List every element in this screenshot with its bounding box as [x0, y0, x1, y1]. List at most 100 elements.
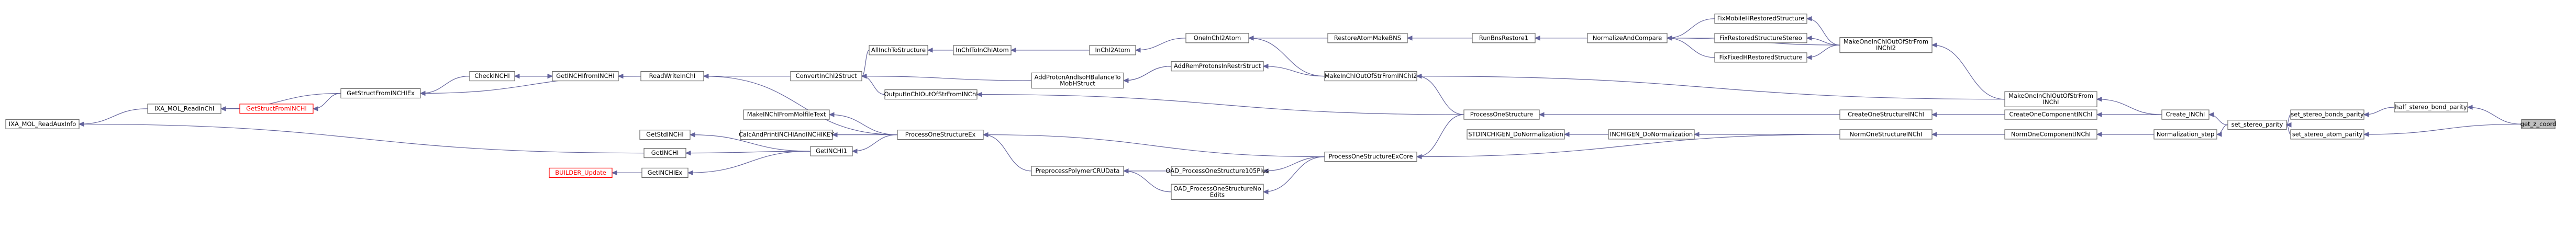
edge-arrowhead — [2285, 122, 2292, 128]
node-checkinchi[interactable]: CheckINCHI — [469, 71, 515, 82]
node-label: Edits — [1210, 191, 1225, 198]
edge-arrowhead — [1931, 42, 1937, 48]
node-builder-update[interactable]: BUILDER_Update — [549, 167, 613, 178]
node-inchitoinchiatom[interactable]: InChIToInChIAtom — [953, 45, 1012, 55]
edge-arrowhead — [2363, 112, 2369, 117]
node-box — [2521, 119, 2556, 129]
node-makeinchifrommolfiletext[interactable]: MakeINChIFromMolfileText — [743, 109, 830, 120]
edge-arrowhead — [312, 106, 318, 111]
node-allinchtostructure[interactable]: AllInchToStructure — [869, 45, 928, 55]
node-box — [2004, 91, 2097, 107]
edge-arrowhead — [689, 132, 695, 138]
edge-line — [1806, 18, 1840, 46]
node-createonecomponentinchi[interactable]: CreateOneComponentINChI — [2004, 109, 2097, 120]
node-box — [743, 109, 830, 120]
node-box — [640, 71, 704, 82]
node-fixrestoredstructurestereo[interactable]: FixRestoredStructureStereo — [1714, 33, 1807, 43]
node-preprocesspolymercrudata[interactable]: PreprocessPolymerCRUData — [1031, 166, 1124, 176]
edge-arrowhead — [1563, 132, 1570, 137]
node-calcandprintinchiandinchikey[interactable]: CalcAndPrintINCHIAndINCHIKEY — [739, 130, 835, 140]
node-stdinchigen-donormalization[interactable]: STDINCHIGEN_DoNormalization — [1467, 129, 1565, 140]
node-inchi2atom[interactable]: InChI2Atom — [1089, 45, 1136, 55]
node-get-z-coord[interactable]: get_z_coord — [2521, 119, 2557, 129]
node-box — [239, 104, 314, 114]
edge-arrowhead — [1010, 48, 1016, 53]
edge-arrowhead — [1666, 36, 1672, 41]
edge-arrowhead — [1806, 36, 1812, 41]
node-label: MakeOneInChIOutOfStrFrom — [1844, 38, 1928, 46]
node-box — [2153, 129, 2217, 140]
node-oneinchi2atom[interactable]: OneInChI2Atom — [1185, 33, 1249, 43]
edge-arrowhead — [703, 73, 709, 79]
node-addremprotonsinrestrstruct[interactable]: AddRemProtonsInRestrStruct — [1171, 61, 1264, 72]
node-fixfixedhrestoredstructure[interactable]: FixFixedHRestoredStructure — [1714, 52, 1807, 63]
edge-arrowhead — [927, 48, 933, 53]
node-makeinchioutofstrfrominchi2[interactable]: MakeInChIOutOfStrFromINChI2 — [1324, 71, 1417, 82]
node-fixmobilehrestoredstructure[interactable]: FixMobileHRestoredStructure — [1714, 14, 1807, 24]
node-label: IXA_MOL_ReadInChI — [154, 105, 214, 112]
node-set-stereo-bonds-parity[interactable]: set_stereo_bonds_parity — [2290, 109, 2364, 120]
node-normonestructureinchi[interactable]: NormOneStructureINChI — [1839, 129, 1933, 140]
node-label: Normalization_step — [2157, 130, 2215, 138]
node-readwriteinchi[interactable]: ReadWriteInChI — [640, 71, 704, 82]
node-label: GetINCHI — [651, 149, 679, 156]
edge-arrowhead — [831, 132, 838, 138]
node-create-inchi[interactable]: Create_INChI — [2161, 109, 2209, 120]
node-inchigen-donormalization[interactable]: INCHIGEN_DoNormalization — [1608, 129, 1695, 140]
edge-line — [1263, 66, 1325, 77]
node-set-stereo-parity[interactable]: set_stereo_parity — [2227, 120, 2287, 130]
node-box — [953, 45, 1012, 55]
node-box — [1714, 33, 1807, 43]
node-label: MobHStruct — [1060, 80, 1095, 87]
edge-arrowhead — [1123, 168, 1129, 174]
node-box — [1714, 52, 1807, 63]
node-box — [1171, 184, 1264, 200]
node-getinchiex[interactable]: GetINCHIEx — [641, 167, 689, 178]
node-normalization-step[interactable]: Normalization_step — [2153, 129, 2217, 140]
node-convertinchi2struct[interactable]: ConvertInChI2Struct — [790, 71, 862, 82]
node-processonestructureex[interactable]: ProcessOneStructureEx — [897, 130, 984, 140]
node-processonestructureexcore[interactable]: ProcessOneStructureExCore — [1324, 152, 1417, 162]
edge-line — [983, 134, 1032, 172]
node-getstructfrominchiex[interactable]: GetStructFromINCHIEx — [340, 88, 421, 99]
node-processonestructure[interactable]: ProcessOneStructure — [1463, 109, 1540, 120]
node-label: half_stereo_bond_parity — [2395, 104, 2467, 111]
node-runbnsrestore1[interactable]: RunBnsRestore1 — [1472, 33, 1536, 43]
node-half-stereo-bond-parity[interactable]: half_stereo_bond_parity — [2394, 102, 2468, 112]
node-getinchi[interactable]: GetINCHI — [643, 148, 686, 158]
edge-arrowhead — [1931, 132, 1937, 137]
node-label: MakeInChIOutOfStrFromINChI2 — [1325, 72, 1417, 80]
node-set-stereo-atom-parity[interactable]: set_stereo_atom_parity — [2290, 129, 2364, 140]
node-ixa-mol-readinchi[interactable]: IXA_MOL_ReadInChI — [147, 104, 221, 114]
node-label: MakeOneInChIOutOfStrFrom — [2008, 92, 2093, 99]
edge-line — [1416, 114, 1464, 157]
node-box — [2004, 109, 2097, 120]
node-box — [1463, 109, 1540, 120]
node-label: INCHIGEN_DoNormalization — [1610, 130, 1693, 138]
node-normonecomponentinchi[interactable]: NormOneComponentINChI — [2004, 129, 2097, 140]
node-restoreatommakebns[interactable]: RestoreAtomMakeBNS — [1327, 33, 1408, 43]
node-outputinchioutofstrfrominchi[interactable]: OutputInChIOutOfStrFromINChI — [884, 89, 978, 100]
node-box — [1324, 71, 1417, 82]
node-label: BUILDER_Update — [555, 169, 606, 176]
node-box — [884, 89, 978, 100]
node-getinchifrominchi[interactable]: GetINCHIfromINCHI — [552, 71, 619, 82]
node-box — [5, 119, 80, 129]
node-normalizeandcompare[interactable]: NormalizeAndCompare — [1587, 33, 1668, 43]
node-createonestructureinchi[interactable]: CreateOneStructureINChI — [1839, 109, 1933, 120]
node-getstdinchi[interactable]: GetStdINCHI — [639, 130, 691, 140]
node-getinchi1[interactable]: GetINCHI1 — [810, 146, 853, 156]
edge-arrowhead — [547, 73, 553, 79]
edge-arrowhead — [1135, 48, 1141, 53]
node-ixa-mol-readauxinfo[interactable]: IXA_MOL_ReadAuxInfo — [5, 119, 80, 129]
node-getstructfrominchi[interactable]: GetStructFromINCHI — [239, 104, 314, 114]
edge-line — [2363, 123, 2522, 135]
node-label: CalcAndPrintINCHIAndINCHIKEY — [739, 131, 835, 138]
node-label: get_z_coord — [2521, 120, 2557, 128]
edge-line — [2467, 107, 2522, 124]
node-oad-processonestructure105plus[interactable]: OAD_ProcessOneStructure105Plus — [1165, 166, 1269, 176]
